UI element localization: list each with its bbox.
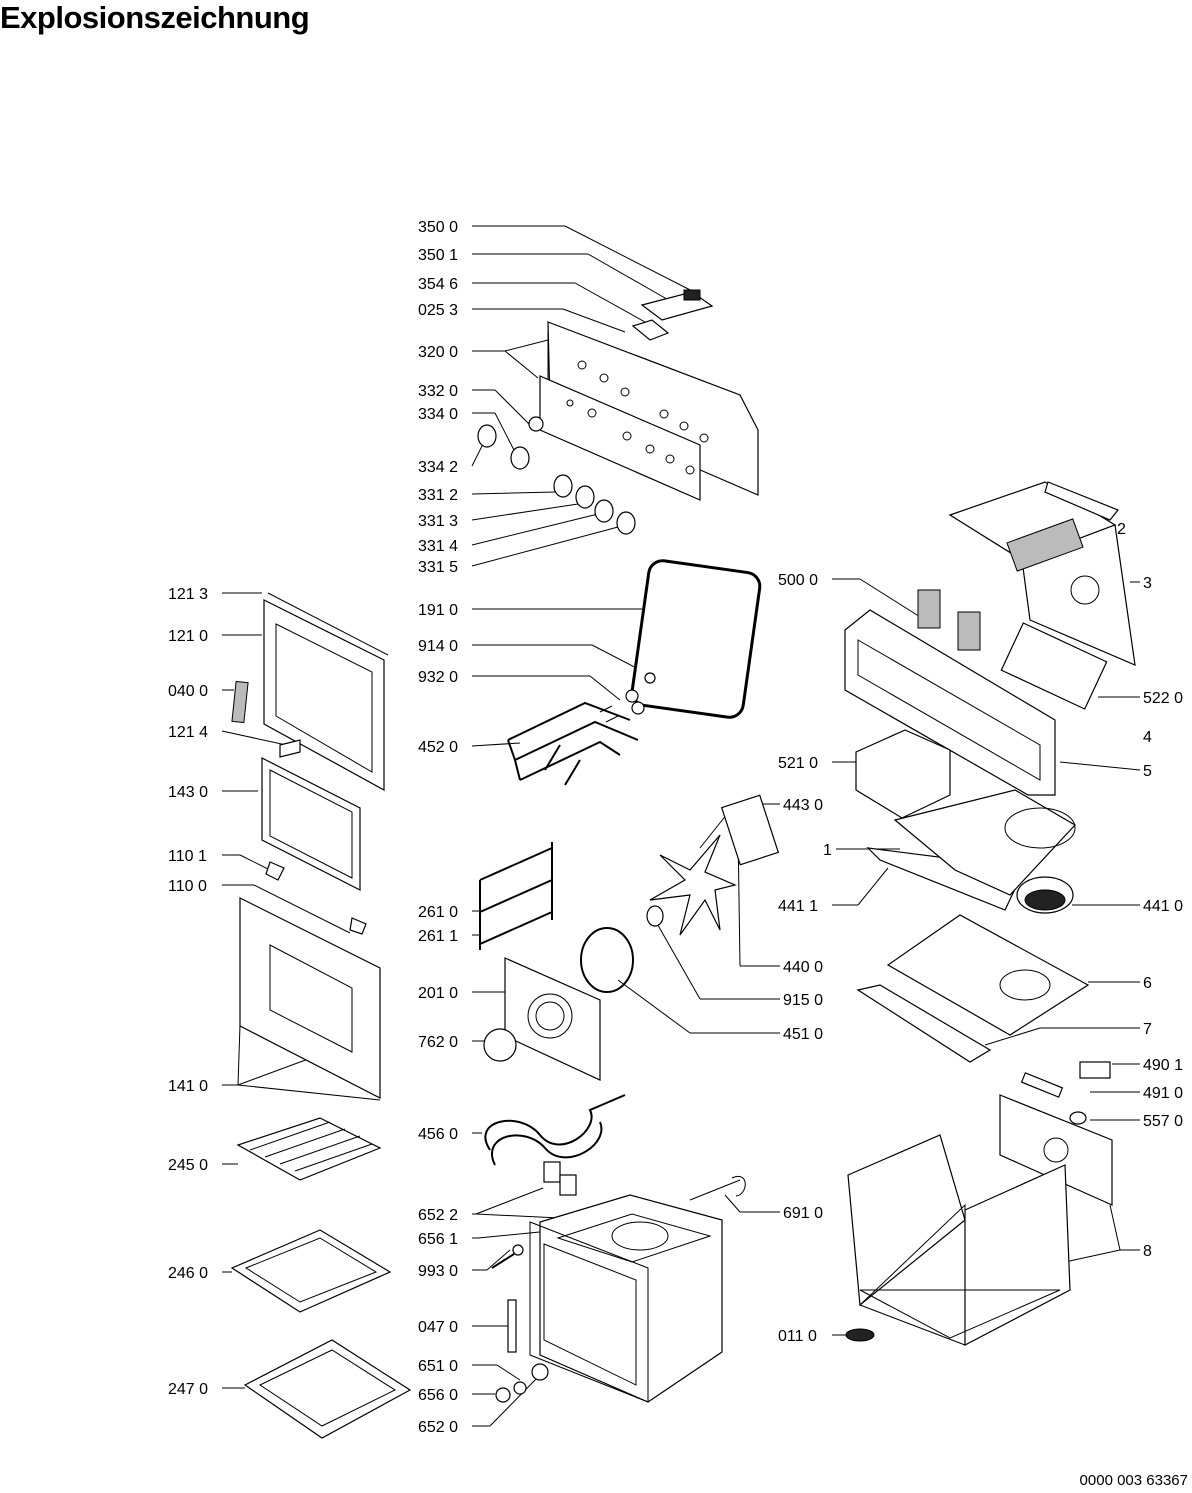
part-label: 441 1: [778, 898, 818, 915]
part-label: 2: [1117, 521, 1126, 538]
cover-plate-1: [866, 789, 1076, 911]
back-panel-201: [504, 957, 601, 1081]
leader-lines: [221, 225, 1141, 1427]
side-racks-261: [479, 842, 553, 950]
part-label: 011 0: [778, 1328, 817, 1345]
lower-heater-456: [484, 1094, 626, 1166]
part-label: 451 0: [783, 1026, 823, 1043]
control-knobs: [477, 416, 636, 535]
part-label: 500 0: [778, 572, 818, 589]
part-label: 110 1: [168, 848, 207, 865]
door-outer-141: [239, 861, 381, 1099]
part-label: 452 0: [418, 739, 458, 756]
part-label: 201 0: [418, 985, 458, 1002]
part-label: 040 0: [168, 683, 208, 700]
part-label: 440 0: [783, 959, 823, 976]
panel-insert: [539, 375, 701, 501]
part-labels: 350 0 350 1 354 6 025 3 320 0 332 0 334 …: [168, 219, 1183, 1436]
baffle-7: [856, 984, 992, 1063]
part-label: 245 0: [168, 1157, 208, 1174]
part-label: 350 1: [418, 247, 458, 264]
part-label: 456 0: [418, 1126, 458, 1143]
part-label: 932 0: [418, 669, 458, 686]
part-label: 993 0: [418, 1263, 458, 1280]
bracket-521: [855, 729, 951, 819]
part-label: 491 0: [1143, 1085, 1183, 1102]
part-label: 047 0: [418, 1319, 458, 1336]
top-cover-2-3: [948, 481, 1136, 666]
control-frame-4-5: [844, 589, 1108, 796]
part-label: 490 1: [1143, 1057, 1183, 1074]
part-label: 025 3: [418, 302, 458, 319]
part-label: 652 2: [418, 1207, 458, 1224]
part-label: 110 0: [168, 878, 207, 895]
page-title: Explosionszeichnung: [0, 0, 310, 35]
part-label: 441 0: [1143, 898, 1183, 915]
part-label: 143 0: [168, 784, 208, 801]
part-label: 7: [1143, 1021, 1152, 1038]
fan-assembly: [580, 794, 780, 993]
rear-panel-8: [999, 1094, 1113, 1206]
part-label: 691 0: [783, 1205, 823, 1222]
part-label: 5: [1143, 763, 1152, 780]
part-label: 3: [1143, 575, 1152, 592]
part-label: 261 1: [418, 928, 458, 945]
part-label: 331 5: [418, 559, 458, 576]
baking-tray-247: [243, 1339, 412, 1439]
document-number: 0000 003 63367: [1079, 1472, 1188, 1489]
part-label: 331 2: [418, 487, 458, 504]
part-label: 261 0: [418, 904, 458, 921]
part-label: 8: [1143, 1243, 1152, 1260]
part-label: 334 2: [418, 459, 458, 476]
oven-cavity: [491, 1161, 746, 1403]
part-label: 121 0: [168, 628, 208, 645]
part-label: 141 0: [168, 1078, 208, 1095]
part-label: 334 0: [418, 406, 458, 423]
part-label: 320 0: [418, 344, 458, 361]
cover-plate-762: [483, 1028, 517, 1062]
part-label: 4: [1143, 729, 1152, 746]
part-label: 521 0: [778, 755, 818, 772]
part-label: 651 0: [418, 1358, 458, 1375]
part-label: 557 0: [1143, 1113, 1183, 1130]
part-label: 332 0: [418, 383, 458, 400]
foot-011: [845, 1328, 875, 1342]
part-label: 522 0: [1143, 690, 1183, 707]
part-label: 443 0: [783, 797, 823, 814]
door-gasket-191: [630, 559, 762, 719]
baking-tray-246: [230, 1229, 392, 1313]
part-label: 6: [1143, 975, 1152, 992]
control-module-350: [631, 289, 714, 341]
part-label: 247 0: [168, 1381, 208, 1398]
grill-heater-452: [507, 672, 656, 786]
wire-shelf-245: [236, 1117, 382, 1181]
part-label: 191 0: [418, 602, 458, 619]
fan-motor-441: [1016, 876, 1074, 914]
connector-491: [1020, 1061, 1111, 1125]
outer-housing: [847, 1134, 1071, 1346]
part-label: 331 4: [418, 538, 458, 555]
part-label: 762 0: [418, 1034, 458, 1051]
part-label: 652 0: [418, 1419, 458, 1436]
part-label: 350 0: [418, 219, 458, 236]
part-label: 914 0: [418, 638, 458, 655]
part-label: 121 3: [168, 586, 208, 603]
door-frame-121: [231, 592, 389, 792]
part-label: 915 0: [783, 992, 823, 1009]
part-label: 656 0: [418, 1387, 458, 1404]
part-label: 331 3: [418, 513, 458, 530]
part-label: 1: [823, 842, 832, 859]
part-label: 246 0: [168, 1265, 208, 1282]
duct-plate-6: [886, 914, 1090, 1036]
inner-glass-143: [261, 757, 361, 891]
part-label: 656 1: [418, 1231, 458, 1248]
part-label: 354 6: [418, 276, 458, 293]
part-label: 121 4: [168, 724, 208, 741]
